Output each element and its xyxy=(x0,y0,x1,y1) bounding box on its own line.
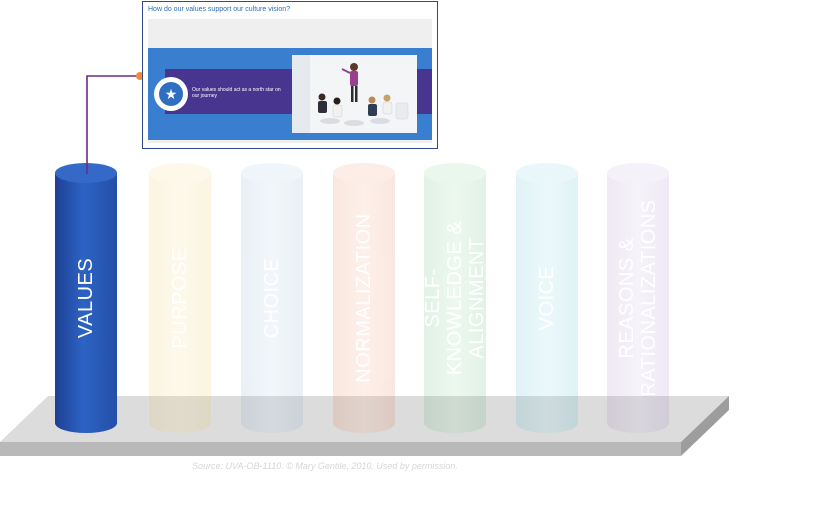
platform-side xyxy=(681,396,729,456)
meeting-photo xyxy=(292,55,417,133)
pillar-voice[interactable]: VOICE xyxy=(516,163,578,433)
pillar-label: VALUES xyxy=(75,257,97,339)
pillar-label: SELF-KNOWLEDGE & ALIGNMENT xyxy=(422,220,488,376)
pillar-reasons[interactable]: REASONS & RATIONALIZATIONS xyxy=(607,163,669,433)
platform-front xyxy=(0,442,681,456)
slide-thumbnail[interactable]: How do our values support our culture vi… xyxy=(142,1,438,149)
star-badge: ★ xyxy=(154,77,188,111)
pillar-label: NORMALIZATION xyxy=(353,213,375,383)
pillar-label: PURPOSE xyxy=(169,247,191,349)
slide-question: How do our values support our culture vi… xyxy=(148,6,291,13)
star-icon: ★ xyxy=(159,82,183,106)
pillar-label: CHOICE xyxy=(261,257,283,339)
pillar-choice[interactable]: CHOICE xyxy=(241,163,303,433)
pillar-purpose[interactable]: PURPOSE xyxy=(149,163,211,433)
pillar-normalization[interactable]: NORMALIZATION xyxy=(333,163,395,433)
pillar-label: REASONS & RATIONALIZATIONS xyxy=(616,199,660,397)
platform-top xyxy=(0,396,729,442)
pillar-values[interactable]: VALUES xyxy=(55,163,117,433)
slide-caption: Our values should act as a north star on… xyxy=(192,87,281,99)
source-note: Source: UVA-OB-1110. © Mary Gentile, 201… xyxy=(192,461,458,471)
pillar-label: VOICE xyxy=(536,265,558,331)
pillar-self-knowledge[interactable]: SELF-KNOWLEDGE & ALIGNMENT xyxy=(422,163,488,433)
